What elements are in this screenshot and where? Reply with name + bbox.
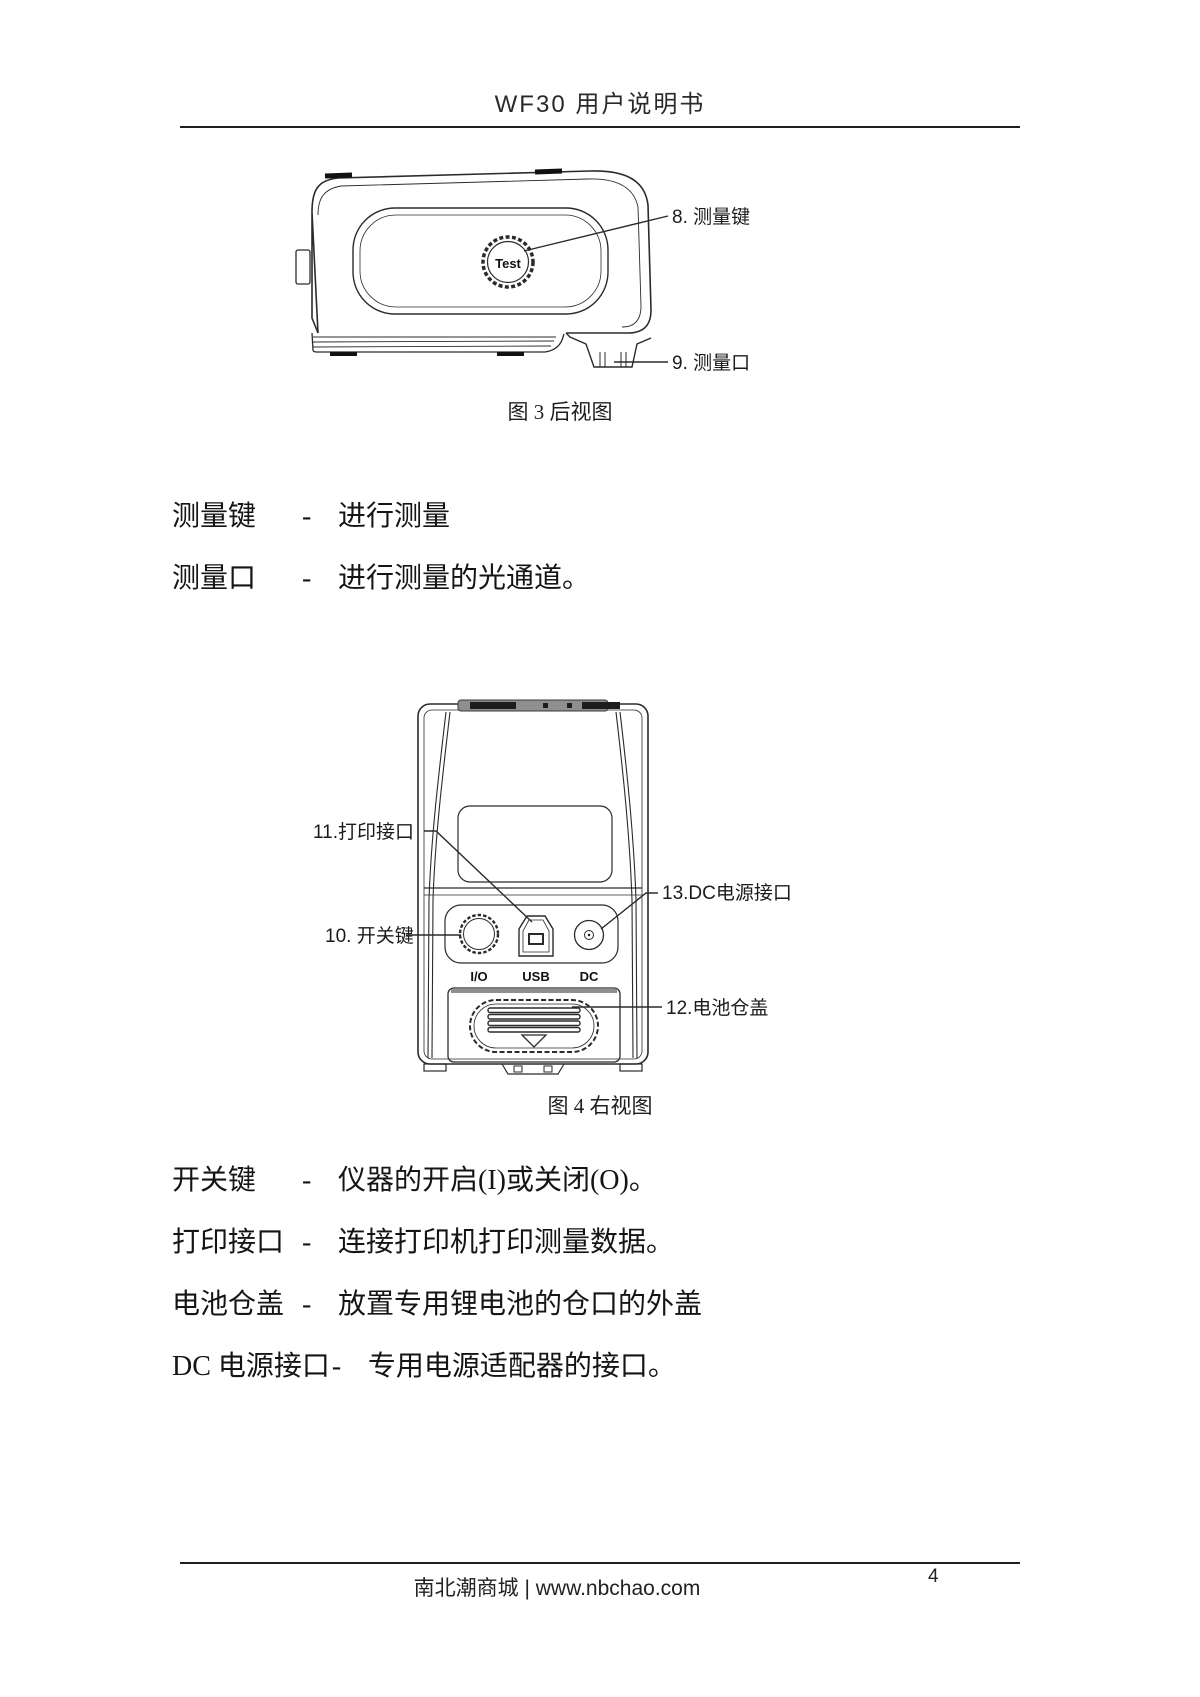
definition-dash: - bbox=[331, 1351, 342, 1382]
test-button-face bbox=[486, 240, 530, 284]
label-dc-port: 13.DC电源接口 bbox=[662, 882, 792, 904]
leader-measure-key bbox=[523, 215, 669, 252]
side-tab bbox=[295, 249, 311, 285]
footer-site: 南北潮商城 | www.nbchao.com bbox=[413, 1577, 701, 1600]
bottom-tab-mark bbox=[543, 1065, 553, 1073]
side-taper-right bbox=[615, 711, 638, 1059]
dc-label: DC bbox=[580, 969, 599, 984]
page-number: 4 bbox=[928, 1566, 939, 1587]
battery-grip-slat bbox=[487, 1007, 581, 1014]
bottom-foot bbox=[423, 1063, 447, 1072]
definition-row: 开关键 - 仪器的开启(I)或关闭(O)。 bbox=[172, 1162, 702, 1200]
side-taper-left bbox=[427, 711, 451, 1059]
definition-row: 测量键 - 进行测量 bbox=[172, 498, 590, 536]
window-recess bbox=[457, 805, 613, 883]
figure-4-caption: 图 4 右视图 bbox=[547, 1094, 653, 1118]
label-battery-cover: 12.电池仓盖 bbox=[666, 997, 768, 1019]
definition-desc: 放置专用锂电池的仓口的外盖 bbox=[338, 1289, 703, 1320]
definition-desc: 仪器的开启(I)或关闭(O)。 bbox=[338, 1165, 657, 1196]
device-outline bbox=[311, 170, 652, 334]
top-edge-mark-left bbox=[324, 172, 353, 179]
battery-cover bbox=[469, 999, 599, 1053]
bottom-tab-mark bbox=[513, 1065, 523, 1073]
label-power-key: 10. 开关键 bbox=[325, 925, 414, 947]
figure-3-rear-view: Test 8. 测量键 9. 测量口 bbox=[295, 168, 750, 374]
io-label: I/O bbox=[470, 969, 487, 984]
top-bar-mark bbox=[470, 702, 516, 709]
definitions-block-1: 测量键 - 进行测量 测量口 - 进行测量的光通道。 bbox=[172, 498, 590, 622]
definition-dash: - bbox=[302, 1227, 312, 1258]
foot-right bbox=[497, 352, 524, 356]
definition-desc: 专用电源适配器的接口。 bbox=[367, 1351, 676, 1382]
usb-label: USB bbox=[522, 969, 549, 984]
definitions-block-2: 开关键 - 仪器的开启(I)或关闭(O)。 打印接口 - 连接打印机打印测量数据… bbox=[172, 1162, 702, 1410]
power-button-face bbox=[463, 918, 495, 950]
battery-arrow bbox=[520, 1034, 548, 1048]
battery-grip-slat bbox=[487, 1026, 581, 1033]
header-rule bbox=[180, 126, 1020, 128]
foot-left bbox=[330, 352, 357, 356]
test-button-label: Test bbox=[495, 256, 521, 271]
usb-connector bbox=[518, 915, 554, 957]
recess-inner bbox=[359, 214, 602, 308]
definition-dash: - bbox=[302, 501, 312, 532]
definition-row: DC 电源接口 - 专用电源适配器的接口。 bbox=[172, 1348, 702, 1386]
base-line bbox=[312, 340, 555, 343]
definition-term: 测量口 bbox=[172, 563, 257, 594]
recess-outer bbox=[352, 207, 609, 315]
leader-dc-port bbox=[600, 892, 658, 930]
footer-rule bbox=[180, 1562, 1020, 1564]
definition-term: 电池仓盖 bbox=[172, 1289, 285, 1320]
battery-cover-frame bbox=[447, 987, 621, 1063]
definition-dash: - bbox=[302, 1289, 312, 1320]
label-measure-key: 8. 测量键 bbox=[672, 206, 750, 228]
definition-desc: 连接打印机打印测量数据。 bbox=[338, 1227, 675, 1258]
connector-panel bbox=[444, 904, 619, 964]
top-edge-mark-right bbox=[534, 168, 563, 175]
definition-term: 测量键 bbox=[172, 501, 257, 532]
top-bar-mark bbox=[567, 703, 572, 708]
dc-jack bbox=[573, 919, 605, 951]
dc-jack-pin bbox=[584, 930, 594, 940]
label-measure-port: 9. 测量口 bbox=[672, 352, 750, 374]
battery-cover-inner bbox=[473, 1003, 595, 1049]
device-outline bbox=[417, 703, 649, 1065]
usb-pin-slot bbox=[528, 933, 544, 945]
definition-term: 开关键 bbox=[172, 1165, 257, 1196]
device-inner-line bbox=[317, 178, 642, 328]
definition-term: DC 电源接口 bbox=[172, 1351, 330, 1382]
top-bar-mark bbox=[543, 703, 548, 708]
definition-desc: 进行测量 bbox=[338, 501, 451, 532]
battery-frame-shade bbox=[451, 989, 617, 993]
definition-dash: - bbox=[302, 1165, 312, 1196]
usb-connector-inner bbox=[522, 919, 550, 953]
definition-row: 测量口 - 进行测量的光通道。 bbox=[172, 560, 590, 598]
power-button bbox=[458, 913, 500, 955]
top-bar-mark bbox=[582, 702, 620, 709]
definition-row: 电池仓盖 - 放置专用锂电池的仓口的外盖 bbox=[172, 1286, 702, 1324]
leader-print-port bbox=[424, 830, 533, 923]
battery-grip-slat bbox=[487, 1020, 581, 1027]
base-line bbox=[312, 345, 552, 348]
label-print-port: 11.打印接口 bbox=[313, 821, 414, 843]
figure-3-caption: 图 3 后视图 bbox=[507, 400, 613, 424]
definition-row: 打印接口 - 连接打印机打印测量数据。 bbox=[172, 1224, 702, 1262]
figure-4-right-view: I/O USB DC 11.打印接口 10. 开关键 13.DC电源接口 12.… bbox=[313, 699, 792, 1075]
test-button bbox=[481, 235, 535, 289]
measurement-port bbox=[565, 332, 652, 368]
base-stack bbox=[311, 332, 565, 353]
bottom-foot bbox=[619, 1063, 643, 1072]
definition-term: 打印接口 bbox=[172, 1227, 285, 1258]
page-title: WF30 用户说明书 bbox=[494, 91, 706, 118]
dc-jack-dot bbox=[587, 933, 591, 937]
bottom-tab bbox=[501, 1063, 565, 1075]
definition-desc: 进行测量的光通道。 bbox=[338, 563, 591, 594]
definition-dash: - bbox=[302, 563, 312, 594]
battery-grip-slat bbox=[487, 1013, 581, 1020]
port-notch bbox=[599, 352, 627, 367]
